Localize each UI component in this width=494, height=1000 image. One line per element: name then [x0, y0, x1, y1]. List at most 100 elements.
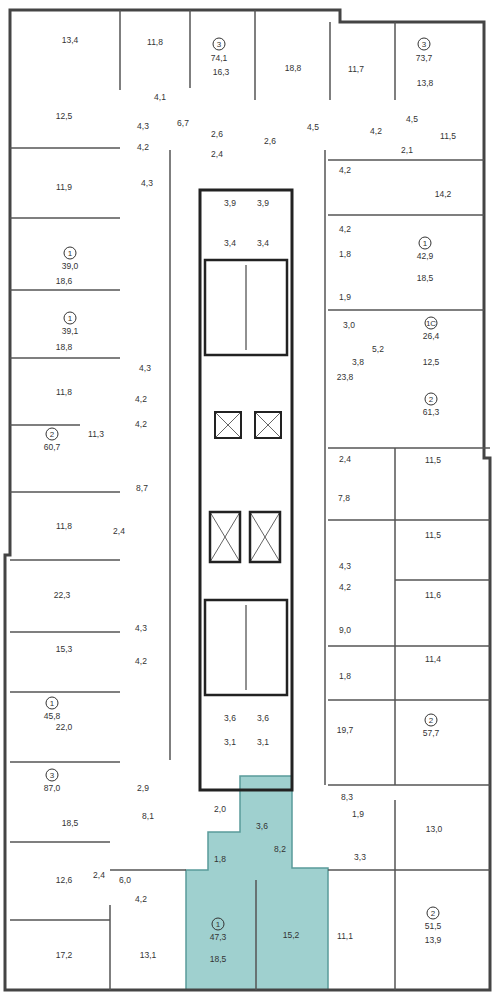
area-label: 4,3	[141, 178, 153, 188]
area-label: 51,5	[425, 921, 442, 931]
area-label: 12,6	[56, 875, 73, 885]
area-label: 3,9	[257, 198, 269, 208]
area-label: 3,6	[256, 821, 268, 831]
area-label: 3,1	[257, 737, 269, 747]
area-label: 13,0	[426, 824, 443, 834]
area-label: 4,1	[154, 92, 166, 102]
area-label: 4,2	[370, 126, 382, 136]
area-label: 3,8	[352, 357, 364, 367]
area-label: 9,0	[339, 625, 351, 635]
area-label: 11,5	[425, 455, 441, 465]
area-label: 18,8	[56, 342, 73, 352]
area-label: 3,4	[257, 238, 269, 248]
area-label: 3,3	[354, 852, 366, 862]
area-label: 11,1	[337, 931, 353, 941]
room-count-badge: 1С	[425, 317, 438, 330]
area-label: 2,4	[339, 454, 351, 464]
room-count-badge: 1	[64, 247, 77, 260]
core	[200, 190, 292, 790]
room-count-badge: 1	[46, 697, 59, 710]
area-label: 13,4	[62, 35, 79, 45]
area-label: 4,5	[406, 114, 418, 124]
area-label: 4,2	[135, 656, 147, 666]
area-label: 57,7	[423, 728, 440, 738]
area-label: 26,4	[423, 331, 440, 341]
area-label: 2,0	[214, 804, 226, 814]
area-label: 61,3	[423, 407, 440, 417]
area-label: 11,8	[147, 37, 163, 47]
area-label: 11,8	[56, 387, 72, 397]
room-count-badge: 3	[46, 769, 59, 782]
area-label: 11,4	[425, 654, 441, 664]
area-label: 11,7	[348, 64, 364, 74]
area-label: 18,8	[285, 63, 302, 73]
room-count-badge: 2	[427, 907, 440, 920]
area-label: 11,5	[425, 530, 441, 540]
area-label: 11,6	[425, 590, 441, 600]
area-label: 18,6	[56, 276, 73, 286]
area-label: 19,7	[337, 725, 354, 735]
area-label: 4,3	[137, 121, 149, 131]
room-count-badge: 1	[64, 312, 77, 325]
area-label: 8,3	[341, 792, 353, 802]
area-label: 4,2	[339, 582, 351, 592]
area-label: 15,3	[56, 644, 73, 654]
area-label: 16,3	[213, 67, 230, 77]
area-label: 18,5	[210, 954, 227, 964]
area-label: 73,7	[416, 53, 433, 63]
area-label: 4,2	[339, 224, 351, 234]
area-label: 4,3	[339, 561, 351, 571]
area-label: 74,1	[211, 53, 228, 63]
area-label: 1,9	[339, 292, 351, 302]
room-count-badge: 1	[212, 918, 225, 931]
area-label: 2,4	[113, 526, 125, 536]
area-label: 4,3	[139, 363, 151, 373]
room-count-badge: 2	[425, 393, 438, 406]
area-label: 4,5	[307, 122, 319, 132]
area-label: 13,1	[140, 950, 157, 960]
area-label: 60,7	[44, 442, 61, 452]
area-label: 14,2	[435, 189, 452, 199]
area-label: 18,5	[417, 273, 434, 283]
area-label: 17,2	[56, 950, 73, 960]
interior-walls	[10, 10, 490, 990]
area-label: 42,9	[417, 251, 434, 261]
room-count-badge: 3	[418, 38, 431, 51]
area-label: 47,3	[210, 932, 227, 942]
area-label: 13,8	[417, 78, 434, 88]
area-label: 2,4	[93, 870, 105, 880]
area-label: 6,0	[119, 875, 131, 885]
area-label: 4,3	[135, 623, 147, 633]
area-label: 39,1	[62, 326, 79, 336]
room-count-badge: 2	[46, 428, 59, 441]
area-label: 22,3	[54, 590, 71, 600]
area-label: 1,8	[214, 854, 226, 864]
room-count-badge: 3	[213, 38, 226, 51]
area-label: 23,8	[337, 372, 354, 382]
area-label: 7,8	[338, 493, 350, 503]
area-label: 3,4	[224, 238, 236, 248]
area-label: 4,2	[135, 894, 147, 904]
area-label: 8,1	[142, 811, 154, 821]
area-label: 11,3	[88, 429, 104, 439]
area-label: 1,8	[339, 671, 351, 681]
highlighted-apartment	[186, 776, 328, 990]
area-label: 8,7	[136, 483, 148, 493]
area-label: 11,8	[56, 521, 72, 531]
area-label: 3,9	[224, 198, 236, 208]
room-count-badge: 1	[419, 237, 432, 250]
area-label: 12,5	[423, 357, 440, 367]
area-label: 4,2	[137, 142, 149, 152]
area-label: 12,5	[56, 111, 73, 121]
area-label: 3,6	[257, 713, 269, 723]
area-label: 18,5	[62, 818, 79, 828]
area-label: 3,1	[224, 737, 236, 747]
area-label: 1,9	[352, 809, 364, 819]
area-label: 11,5	[440, 131, 456, 141]
area-label: 4,2	[135, 419, 147, 429]
area-label: 5,2	[372, 344, 384, 354]
area-label: 4,2	[135, 394, 147, 404]
area-label: 2,9	[137, 783, 149, 793]
